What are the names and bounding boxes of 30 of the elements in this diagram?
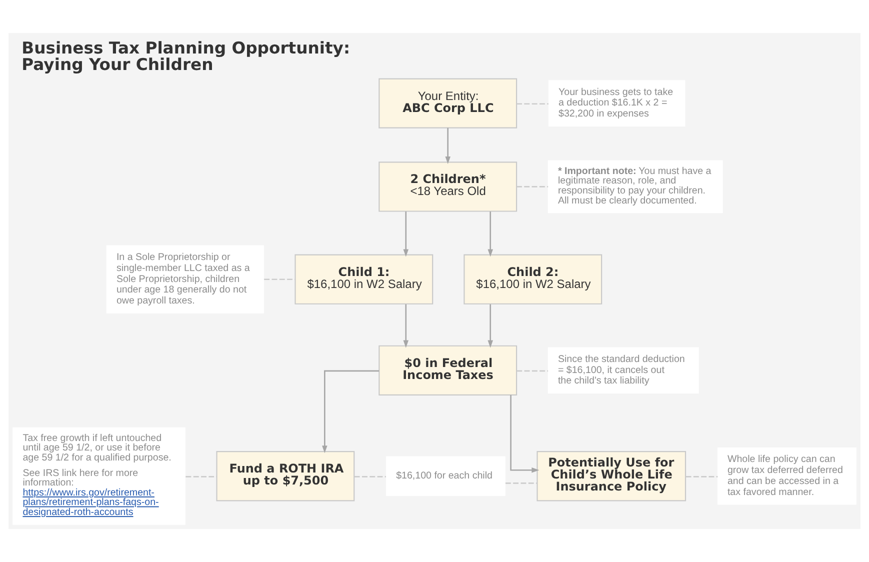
node-box: $16,100 for each child bbox=[386, 456, 506, 496]
connector bbox=[506, 482, 538, 484]
arrow bbox=[488, 212, 494, 257]
connector bbox=[264, 278, 296, 280]
node-box: 2 Children* <18 Years Old bbox=[378, 162, 518, 212]
diagram-title: Business Tax Planning Opportunity: Paying Your Children bbox=[22, 38, 350, 74]
node-box: Your business gets to take a deduction $16.1K x 2 = $32,200 in expenses bbox=[548, 80, 686, 126]
arrow bbox=[445, 128, 450, 164]
node-box: Since the standard deduction = $16,100, it cancels out the child’s tax liability bbox=[548, 347, 699, 394]
node-box: $0 in Federal Income Taxes bbox=[378, 345, 518, 396]
arrow bbox=[403, 212, 409, 257]
connector bbox=[516, 103, 548, 104]
arrow bbox=[322, 370, 380, 454]
node-box: * Important note: You must have a legitimate reason, role, and responsibility to pay your children. All must be clearly documented. bbox=[548, 160, 723, 214]
arrow bbox=[403, 304, 409, 348]
node-box: Potentially Use for Child’s Whole Life Insurance Policy bbox=[536, 451, 686, 502]
connector bbox=[354, 476, 386, 478]
connector bbox=[516, 186, 548, 188]
arrow bbox=[488, 304, 494, 348]
arrow bbox=[510, 395, 540, 473]
node-box: Your Entity: ABC Corp LLC bbox=[378, 78, 518, 128]
node-box: Fund a ROTH IRA up to $7,500 bbox=[216, 451, 355, 502]
node-box: Child 1: $16,100 in W2 Salary bbox=[294, 254, 434, 304]
connector bbox=[516, 370, 548, 372]
node-box: Whole life policy can can grow tax deferred deferred and can be accessed in a tax favored manner. bbox=[717, 448, 856, 505]
connector bbox=[686, 476, 718, 478]
node-box: In a Sole Proprietorship or single-member LLC taxed as a Sole Proprietorship, children under age 18 generally do not owe payroll taxes. bbox=[106, 245, 264, 314]
node-box: Child 2: $16,100 in W2 Salary bbox=[464, 254, 602, 304]
node-box: Tax free growth if left untouched until age 59 1/2, or use it before age 59 1/2 for a qualified purpose. See IRS link here for more information: https://www.irs.gov/retirement-plans/retirement-plans-faqs-on-designated-roth-accounts bbox=[12, 427, 186, 525]
connector bbox=[186, 476, 217, 478]
